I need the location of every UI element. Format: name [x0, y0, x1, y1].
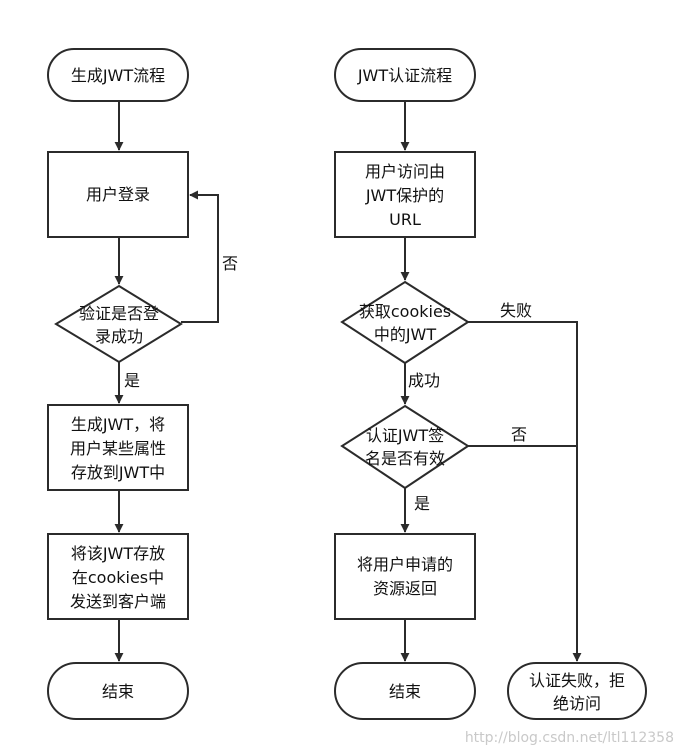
left-yes-label: 是 — [124, 371, 140, 390]
get-cookie-label-line1: 获取cookies — [359, 302, 451, 321]
generate-jwt-label-line3: 存放到JWT中 — [71, 463, 165, 482]
login-check-diamond — [54, 284, 183, 364]
deny-label-line1: 认证失败，拒 — [529, 671, 625, 690]
verify-signature-diamond — [340, 404, 470, 490]
generate-jwt-label-line2: 用户某些属性 — [70, 439, 166, 458]
store-jwt-box — [47, 533, 189, 620]
right-yes-label: 是 — [414, 494, 430, 513]
right-no-label: 否 — [511, 425, 527, 444]
get-cookie-label-line2: 中的JWT — [374, 325, 437, 344]
store-jwt-label-line3: 发送到客户端 — [70, 592, 166, 611]
return-resource-label-line2: 资源返回 — [373, 579, 437, 598]
connector-check-no-loop — [181, 190, 219, 323]
connector-cookie-fail-to-deny — [468, 321, 582, 662]
return-resource-box — [334, 533, 476, 620]
watermark-text: http://blog.csdn.net/ltl112358 — [465, 730, 674, 746]
fail-label: 失败 — [500, 301, 532, 320]
deny-terminal — [507, 662, 647, 720]
access-url-label-line1: 用户访问由 — [365, 162, 445, 181]
right-start-label: JWT认证流程 — [357, 66, 452, 85]
left-flow: 生成JWT流程 用户登录 验证是否登 录成功 否 是 生成JWT，将 用户某些属… — [47, 48, 238, 720]
right-end-terminal — [334, 662, 476, 720]
generate-jwt-box — [47, 404, 189, 491]
store-jwt-label-line1: 将该JWT存放 — [71, 544, 165, 563]
right-start-terminal — [334, 48, 476, 102]
verify-signature-label-line1: 认证JWT签 — [366, 426, 444, 445]
login-box — [47, 151, 189, 238]
left-no-label: 否 — [222, 254, 238, 273]
login-check-label-line2: 录成功 — [95, 327, 143, 346]
success-label: 成功 — [408, 371, 440, 390]
generate-jwt-label-line1: 生成JWT，将 — [71, 415, 165, 434]
store-jwt-label-line2: 在cookies中 — [72, 568, 164, 587]
return-resource-label-line1: 将用户申请的 — [357, 555, 453, 574]
left-end-terminal — [47, 662, 189, 720]
verify-signature-label-line2: 名是否有效 — [365, 449, 445, 468]
login-label: 用户登录 — [86, 185, 150, 204]
left-start-label: 生成JWT流程 — [71, 66, 165, 85]
right-end-label: 结束 — [389, 682, 421, 701]
right-flow: JWT认证流程 用户访问由 JWT保护的 URL 获取cookies 中的JWT… — [334, 48, 647, 720]
access-url-label-line2: JWT保护的 — [365, 186, 444, 205]
access-url-box — [334, 151, 476, 238]
access-url-label-line3: URL — [389, 210, 421, 229]
left-start-terminal — [47, 48, 189, 102]
deny-label-line2: 绝访问 — [553, 694, 601, 713]
left-end-label: 结束 — [102, 682, 134, 701]
login-check-label-line1: 验证是否登 — [79, 304, 159, 323]
get-cookie-diamond — [340, 280, 470, 365]
